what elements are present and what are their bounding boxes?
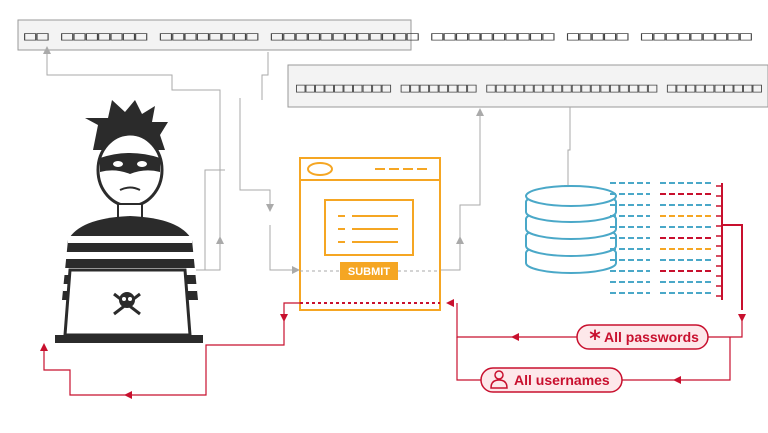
all-passwords-badge: * All passwords <box>576 324 709 352</box>
user-icon <box>490 370 508 389</box>
submit-button-label: SUBMIT <box>348 266 390 278</box>
skull-crossbones-icon <box>113 292 141 316</box>
all-usernames-badge: All usernames <box>480 367 623 393</box>
database-icon <box>525 185 617 274</box>
query-strip-middle-text: □□□□□□□□□□ □□□□□□□□ □□□□□□□□□□□□□□□□□□ □… <box>296 81 762 96</box>
all-usernames-label: All usernames <box>514 372 610 388</box>
request-flow-lines <box>46 52 571 271</box>
all-passwords-label: All passwords <box>604 329 699 345</box>
attack-path-arrows <box>40 299 746 399</box>
hacker-figure <box>55 100 203 343</box>
table-rows <box>610 182 712 294</box>
asterisk-icon: * <box>589 327 601 352</box>
extraction-bracket <box>716 183 743 310</box>
query-strip-middle: □□□□□□□□□□ □□□□□□□□ □□□□□□□□□□□□□□□□□□ □… <box>287 64 768 108</box>
query-strip-top-text: □□ □□□□□□□ □□□□□□□□ □□□□□□□□□□□□ □□□□□□□… <box>24 29 752 43</box>
query-strip-top: □□ □□□□□□□ □□□□□□□□ □□□□□□□□□□□□ □□□□□□□… <box>17 19 752 51</box>
submit-button[interactable]: SUBMIT <box>340 262 398 280</box>
web-form-window: SUBMIT <box>299 157 441 311</box>
